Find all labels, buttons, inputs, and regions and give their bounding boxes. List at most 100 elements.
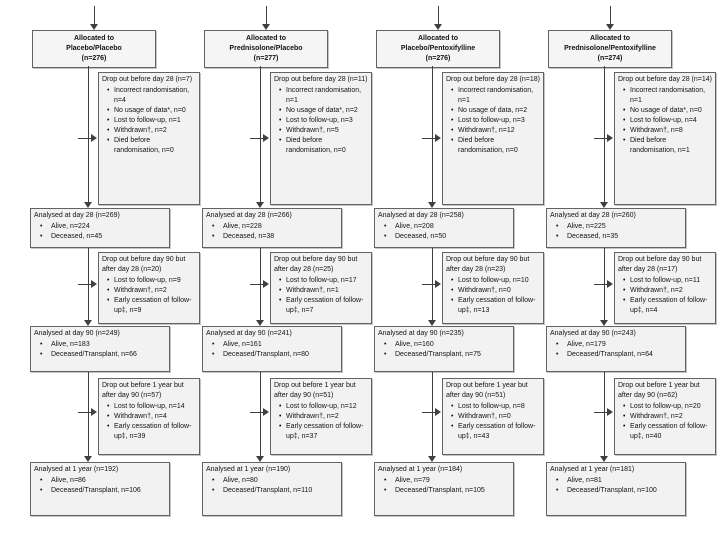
allocated-label: Allocated to bbox=[417, 35, 459, 43]
box-title: Drop out before 1 year but after day 90 … bbox=[102, 382, 184, 399]
box-title: Drop out before day 28 (n=14) bbox=[618, 76, 712, 83]
arrow-down-icon bbox=[84, 320, 92, 326]
dropout-day28-box: Drop out before day 28 (n=14) Incorrect … bbox=[614, 72, 716, 205]
box-title: Analysed at day 90 (n=243) bbox=[550, 330, 636, 337]
arm-column-prednisolone-placebo: Allocated to Prednisolone/Placebo (n=277… bbox=[200, 0, 372, 540]
arrow-down-icon bbox=[606, 24, 614, 30]
spine-line bbox=[88, 66, 89, 203]
analysed-item: Deceased, n=38 bbox=[206, 232, 338, 242]
analysed-item: Deceased/Transplant, n=66 bbox=[34, 350, 166, 360]
box-title: Drop out before day 90 but after day 28 … bbox=[618, 256, 702, 273]
arrow-right-icon bbox=[263, 408, 269, 416]
entry-line bbox=[266, 6, 267, 25]
arrow-down-icon bbox=[428, 320, 436, 326]
arrow-down-icon bbox=[256, 456, 264, 462]
allocated-n: (n=276) bbox=[425, 54, 451, 62]
dropout-item: Lost to follow-up, n=1 bbox=[102, 116, 196, 126]
dropout-item: Withdrawn†, n=2 bbox=[102, 286, 196, 296]
analysed-item: Deceased/Transplant, n=110 bbox=[206, 486, 338, 496]
dropout-item: No usage of data*, n=0 bbox=[618, 106, 712, 116]
box-title: Drop out before day 28 (n=18) bbox=[446, 76, 540, 83]
arrow-down-icon bbox=[256, 320, 264, 326]
dropout-day28-box: Drop out before day 28 (n=11) Incorrect … bbox=[270, 72, 372, 205]
arm-column-placebo-pentoxifylline: Allocated to Placebo/Pentoxifylline (n=2… bbox=[372, 0, 544, 540]
branch-line bbox=[594, 138, 608, 139]
dropout-item: No usage of data, n=2 bbox=[446, 106, 540, 116]
analysed-day90-box: Analysed at day 90 (n=243) Alive, n=179 … bbox=[546, 326, 686, 372]
dropout-item: Incorrect randomisation, n=4 bbox=[102, 86, 196, 106]
arrow-down-icon bbox=[600, 202, 608, 208]
box-title: Analysed at day 28 (n=260) bbox=[550, 212, 636, 219]
analysed-item: Alive, n=81 bbox=[550, 476, 682, 486]
allocated-n: (n=277) bbox=[253, 54, 279, 62]
allocated-label: Allocated to bbox=[589, 35, 631, 43]
dropout-item: Lost to follow-up, n=12 bbox=[274, 402, 368, 412]
entry-line bbox=[438, 6, 439, 25]
analysed-1year-box: Analysed at 1 year (n=192) Alive, n=86 D… bbox=[30, 462, 170, 516]
arrow-down-icon bbox=[90, 24, 98, 30]
arrow-right-icon bbox=[435, 280, 441, 288]
branch-line bbox=[422, 138, 436, 139]
analysed-item: Alive, n=183 bbox=[34, 340, 166, 350]
analysed-item: Alive, n=160 bbox=[378, 340, 510, 350]
allocated-label: Allocated to bbox=[245, 35, 287, 43]
dropout-day90-box: Drop out before day 90 but after day 28 … bbox=[270, 252, 372, 324]
analysed-item: Alive, n=179 bbox=[550, 340, 682, 350]
arrow-down-icon bbox=[428, 202, 436, 208]
arrow-down-icon bbox=[84, 202, 92, 208]
dropout-item: Lost to follow-up, n=14 bbox=[102, 402, 196, 412]
arrow-right-icon bbox=[435, 134, 441, 142]
analysed-item: Deceased, n=45 bbox=[34, 232, 166, 242]
dropout-item: Lost to follow-up, n=10 bbox=[446, 276, 540, 286]
allocated-arm-name: Prednisolone/Placebo bbox=[229, 45, 303, 53]
dropout-item: Early cessation of follow-up‡, n=9 bbox=[102, 296, 196, 316]
spine-line bbox=[604, 66, 605, 203]
dropout-item: Withdrawn†, n=0 bbox=[446, 412, 540, 422]
box-title: Drop out before day 90 but after day 28 … bbox=[102, 256, 186, 273]
arrow-right-icon bbox=[263, 134, 269, 142]
arm-column-prednisolone-pentoxifylline: Allocated to Prednisolone/Pentoxifylline… bbox=[544, 0, 716, 540]
dropout-item: Withdrawn†, n=12 bbox=[446, 126, 540, 136]
arm-column-placebo-placebo: Allocated to Placebo/Placebo (n=276) Dro… bbox=[28, 0, 200, 540]
spine-line bbox=[604, 372, 605, 456]
analysed-item: Deceased/Transplant, n=80 bbox=[206, 350, 338, 360]
box-title: Analysed at day 28 (n=269) bbox=[34, 212, 120, 219]
dropout-item: Lost to follow-up, n=8 bbox=[446, 402, 540, 412]
allocated-arm-name: Placebo/Placebo bbox=[66, 45, 122, 53]
dropout-item: Early cessation of follow-up‡, n=40 bbox=[618, 422, 712, 442]
dropout-item: Incorrect randomisation, n=1 bbox=[274, 86, 368, 106]
box-title: Drop out before 1 year but after day 90 … bbox=[618, 382, 700, 399]
box-title: Analysed at day 90 (n=235) bbox=[378, 330, 464, 337]
branch-line bbox=[594, 412, 608, 413]
allocated-box: Allocated to Prednisolone/Pentoxifylline… bbox=[548, 30, 672, 68]
spine-line bbox=[88, 372, 89, 456]
dropout-item: Died before randomisation, n=0 bbox=[102, 136, 196, 156]
dropout-item: Lost to follow-up, n=9 bbox=[102, 276, 196, 286]
spine-line bbox=[260, 66, 261, 203]
analysed-item: Deceased/Transplant, n=106 bbox=[34, 486, 166, 496]
arrow-right-icon bbox=[435, 408, 441, 416]
arrow-right-icon bbox=[263, 280, 269, 288]
box-title: Drop out before 1 year but after day 90 … bbox=[446, 382, 528, 399]
dropout-item: Early cessation of follow-up‡, n=13 bbox=[446, 296, 540, 316]
arrow-right-icon bbox=[91, 134, 97, 142]
dropout-item: Withdrawn†, n=2 bbox=[102, 126, 196, 136]
branch-line bbox=[78, 284, 92, 285]
allocated-box: Allocated to Placebo/Pentoxifylline (n=2… bbox=[376, 30, 500, 68]
allocated-arm-name: Prednisolone/Pentoxifylline bbox=[564, 45, 656, 53]
analysed-item: Alive, n=161 bbox=[206, 340, 338, 350]
analysed-1year-box: Analysed at 1 year (n=181) Alive, n=81 D… bbox=[546, 462, 686, 516]
branch-line bbox=[250, 284, 264, 285]
entry-line bbox=[94, 6, 95, 25]
analysed-day90-box: Analysed at day 90 (n=241) Alive, n=161 … bbox=[202, 326, 342, 372]
arrow-right-icon bbox=[607, 408, 613, 416]
analysed-day28-box: Analysed at day 28 (n=269) Alive, n=224 … bbox=[30, 208, 170, 248]
analysed-day90-box: Analysed at day 90 (n=235) Alive, n=160 … bbox=[374, 326, 514, 372]
arrow-right-icon bbox=[607, 280, 613, 288]
branch-line bbox=[78, 138, 92, 139]
arrow-right-icon bbox=[91, 280, 97, 288]
box-title: Analysed at 1 year (n=192) bbox=[34, 466, 119, 473]
dropout-item: Withdrawn†, n=5 bbox=[274, 126, 368, 136]
box-title: Drop out before day 28 (n=7) bbox=[102, 76, 193, 83]
dropout-item: Withdrawn†, n=8 bbox=[618, 126, 712, 136]
